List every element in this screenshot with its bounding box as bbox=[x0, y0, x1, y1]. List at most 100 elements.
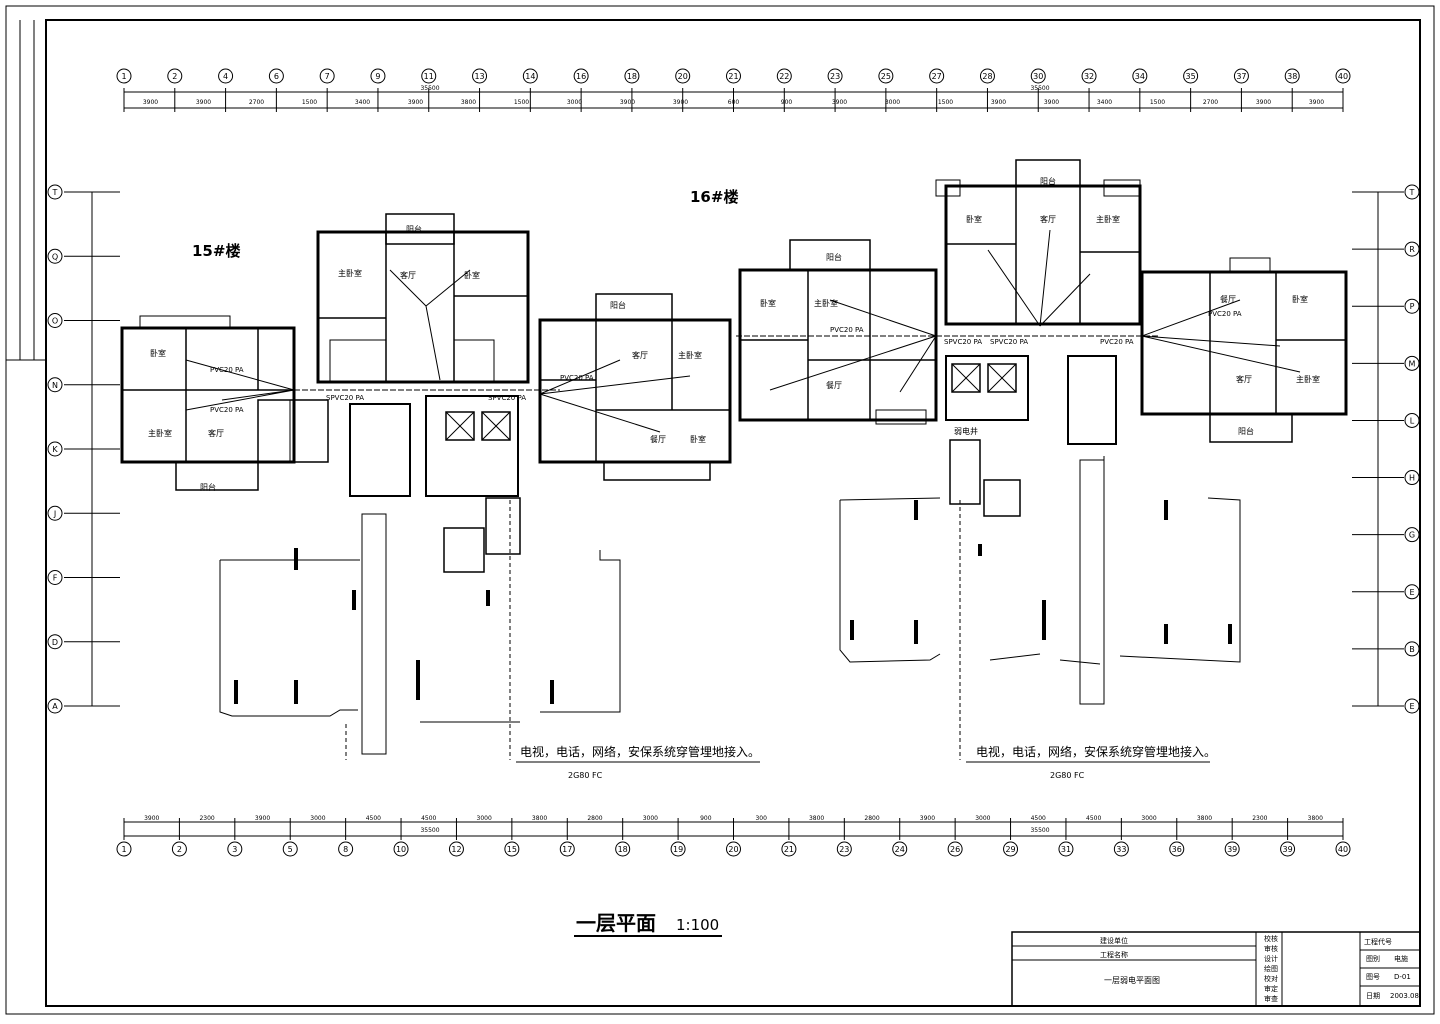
axis-label-circle bbox=[1169, 841, 1185, 857]
spvc-label: SPVC20 PA bbox=[990, 338, 1028, 346]
room-balcony: 阳台 bbox=[1040, 176, 1056, 186]
axis-label: Q bbox=[52, 252, 58, 261]
room-bedroom: 卧室 bbox=[760, 298, 776, 308]
tb-role: 审查 bbox=[1264, 994, 1278, 1003]
room-master: 主卧室 bbox=[678, 350, 702, 360]
axis-label-circle bbox=[227, 841, 243, 857]
axis-label: 33 bbox=[1116, 845, 1126, 854]
axis-label-circle bbox=[282, 841, 298, 857]
tb-role: 设计 bbox=[1264, 954, 1278, 963]
axis-label: 2 bbox=[177, 845, 182, 854]
dim-value: 3900 bbox=[620, 99, 635, 106]
dim-value: 3000 bbox=[1141, 815, 1156, 822]
conduit-label-right: 2G80 FC bbox=[1050, 771, 1085, 780]
dim-value: 3800 bbox=[1308, 815, 1323, 822]
dim-value: 3800 bbox=[461, 99, 476, 106]
overall-dim: 35500 bbox=[420, 85, 439, 92]
dim-value: 3400 bbox=[1097, 99, 1112, 106]
axis-label-circle bbox=[1335, 68, 1351, 84]
axis-label: 15 bbox=[507, 845, 517, 854]
axis-label-circle bbox=[892, 841, 908, 857]
pvc-label: PVC20 PA bbox=[1100, 338, 1134, 346]
tb-role: 校对 bbox=[1264, 974, 1278, 983]
axis-label-circle bbox=[670, 841, 686, 857]
axis-label-circle bbox=[1058, 841, 1074, 857]
axis-label: T bbox=[1409, 188, 1415, 197]
dim-value: 3000 bbox=[567, 99, 582, 106]
axis-label-circle bbox=[370, 68, 386, 84]
dim-value: 3900 bbox=[991, 99, 1006, 106]
axis-label: 20 bbox=[678, 72, 688, 81]
dim-value: 2800 bbox=[864, 815, 879, 822]
dim-value: 3000 bbox=[885, 99, 900, 106]
axis-label-circle bbox=[167, 68, 183, 84]
dim-value: 2300 bbox=[199, 815, 214, 822]
room-bedroom: 卧室 bbox=[150, 348, 166, 358]
axis-label-circle bbox=[836, 841, 852, 857]
axis-label: 34 bbox=[1135, 72, 1145, 81]
room-balcony: 阳台 bbox=[610, 300, 626, 310]
room-dining: 餐厅 bbox=[650, 435, 666, 444]
axis-label: 28 bbox=[982, 72, 992, 81]
axis-label: 31 bbox=[1061, 845, 1071, 854]
entry-note-right: 电视，电话，网络，安保系统穿管埋地接入。 bbox=[976, 744, 1216, 759]
overall-dim: 35500 bbox=[1030, 827, 1049, 834]
axis-label: O bbox=[52, 317, 58, 326]
axis-label: 24 bbox=[895, 845, 905, 854]
dim-value: 900 bbox=[781, 99, 793, 106]
axis-label: 1 bbox=[121, 845, 126, 854]
axis-label-circle bbox=[776, 68, 792, 84]
room-master: 主卧室 bbox=[1096, 214, 1120, 224]
axis-label: D bbox=[52, 638, 58, 647]
tb-project: 工程名称 bbox=[1100, 950, 1128, 959]
room-master: 主卧室 bbox=[1296, 374, 1320, 384]
drawing-title: 一层平面 bbox=[576, 911, 656, 935]
axis-label-circle bbox=[1404, 470, 1420, 486]
axis-label-circle bbox=[47, 313, 63, 328]
axis-label-circle bbox=[1404, 184, 1420, 200]
axis-label-circle bbox=[559, 841, 575, 857]
axis-label-circle bbox=[218, 68, 234, 84]
axis-label-circle bbox=[171, 841, 187, 857]
tb-role: 审定 bbox=[1264, 984, 1278, 993]
tb-role: 校核 bbox=[1264, 934, 1278, 943]
tb-code-label: 工程代号 bbox=[1364, 937, 1392, 946]
dim-value: 3900 bbox=[832, 99, 847, 106]
axis-label: 6 bbox=[274, 72, 279, 81]
room-balcony: 阳台 bbox=[1238, 426, 1254, 436]
axis-label: 20 bbox=[728, 845, 738, 854]
axis-label: 8 bbox=[343, 845, 348, 854]
axis-label-circle bbox=[268, 68, 284, 84]
axis-label-circle bbox=[1404, 412, 1420, 428]
axis-label-circle bbox=[47, 570, 63, 585]
dim-value: 4500 bbox=[366, 815, 381, 822]
tb-sheet-no-label: 图号 bbox=[1366, 973, 1380, 981]
conduit-label-left: 2G80 FC bbox=[568, 771, 603, 780]
dim-value: 3400 bbox=[355, 99, 370, 106]
building-16-plan bbox=[736, 159, 1348, 760]
axis-label: 23 bbox=[839, 845, 849, 854]
axis-label-circle bbox=[47, 634, 63, 650]
axis-label-circle bbox=[1284, 68, 1300, 84]
axis-label: 32 bbox=[1084, 72, 1094, 81]
dim-value: 4500 bbox=[1086, 815, 1101, 822]
dim-value: 4500 bbox=[1031, 815, 1046, 822]
axis-label-circle bbox=[878, 68, 894, 84]
axis-label-circle bbox=[781, 841, 797, 857]
dim-value: 3800 bbox=[809, 815, 824, 822]
dim-value: 3000 bbox=[975, 815, 990, 822]
axis-label-circle bbox=[47, 505, 63, 521]
dim-value: 2300 bbox=[1252, 815, 1267, 822]
tb-discipline-label: 图别 bbox=[1366, 954, 1380, 963]
tb-date-label: 日期 bbox=[1366, 992, 1380, 1000]
tb-sheet-no: D-01 bbox=[1394, 973, 1411, 981]
axis-label: 40 bbox=[1338, 845, 1348, 854]
dim-value: 3900 bbox=[143, 99, 158, 106]
dim-value: 3900 bbox=[408, 99, 423, 106]
dim-value: 1500 bbox=[514, 99, 529, 106]
room-bedroom: 卧室 bbox=[690, 434, 706, 444]
spvc-label: SPVC20 PA bbox=[488, 394, 526, 402]
